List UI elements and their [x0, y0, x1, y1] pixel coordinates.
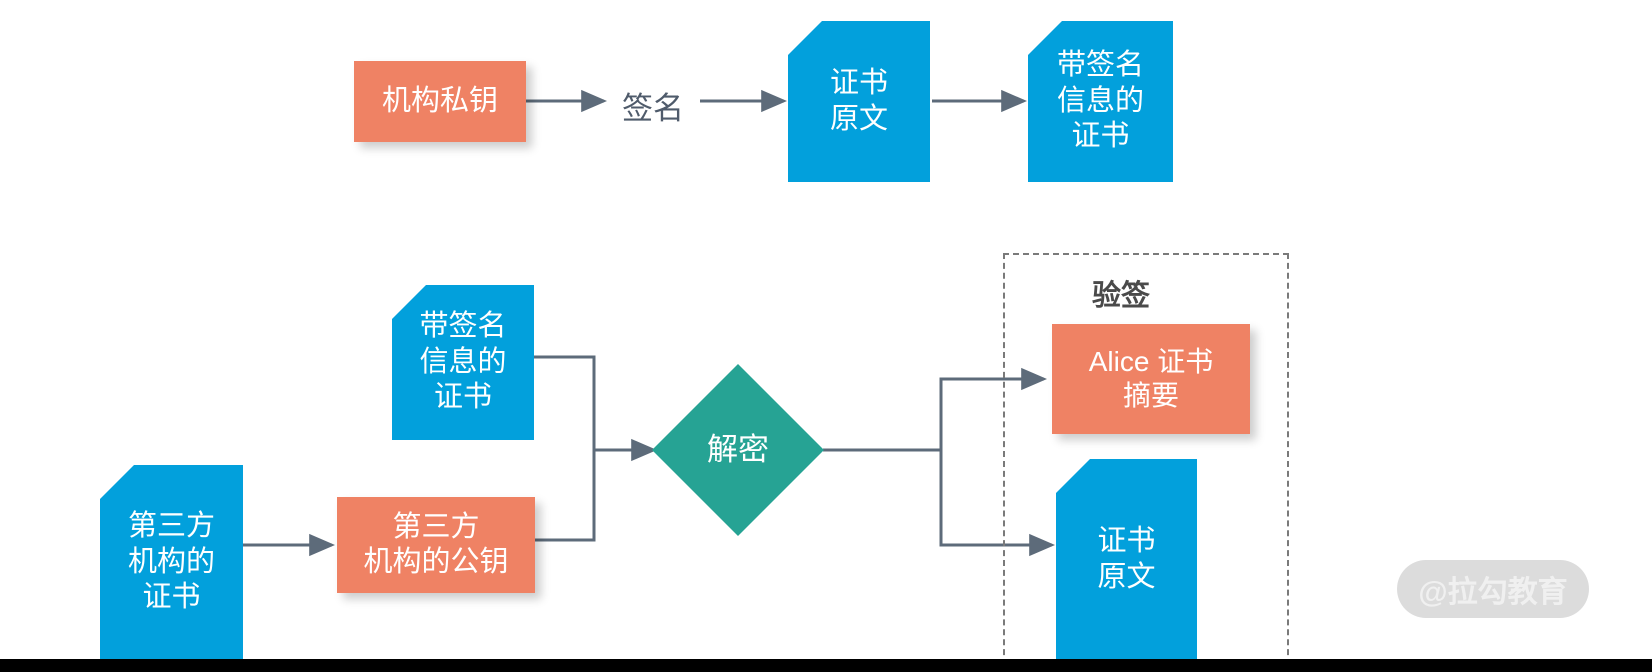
node-cert-plaintext-bottom[interactable]: 证书 原文: [1056, 459, 1197, 660]
node-signed-cert-middle[interactable]: 带签名 信息的 证书: [392, 285, 534, 440]
node-third-party-cert[interactable]: 第三方 机构的 证书: [100, 465, 243, 660]
node-signed-cert-top[interactable]: 带签名 信息的 证书: [1028, 21, 1173, 182]
watermark-badge: @拉勾教育: [1397, 560, 1589, 618]
bottom-black-bar: [0, 659, 1652, 672]
edge-pubkey-to-decrypt: [535, 450, 596, 542]
node-third-party-public-key[interactable]: 第三方 机构的公钥: [337, 497, 535, 593]
label-sign: 签名: [622, 91, 684, 126]
node-cert-plaintext-top[interactable]: 证书 原文: [788, 21, 930, 182]
node-decrypt[interactable]: 解密: [652, 364, 824, 536]
group-verify-label: 验签: [1092, 280, 1151, 312]
node-ca-private-key[interactable]: 机构私钥: [354, 61, 526, 142]
node-alice-cert-digest[interactable]: Alice 证书 摘要: [1052, 324, 1250, 434]
edge-signed-cert-to-decrypt: [533, 355, 596, 450]
